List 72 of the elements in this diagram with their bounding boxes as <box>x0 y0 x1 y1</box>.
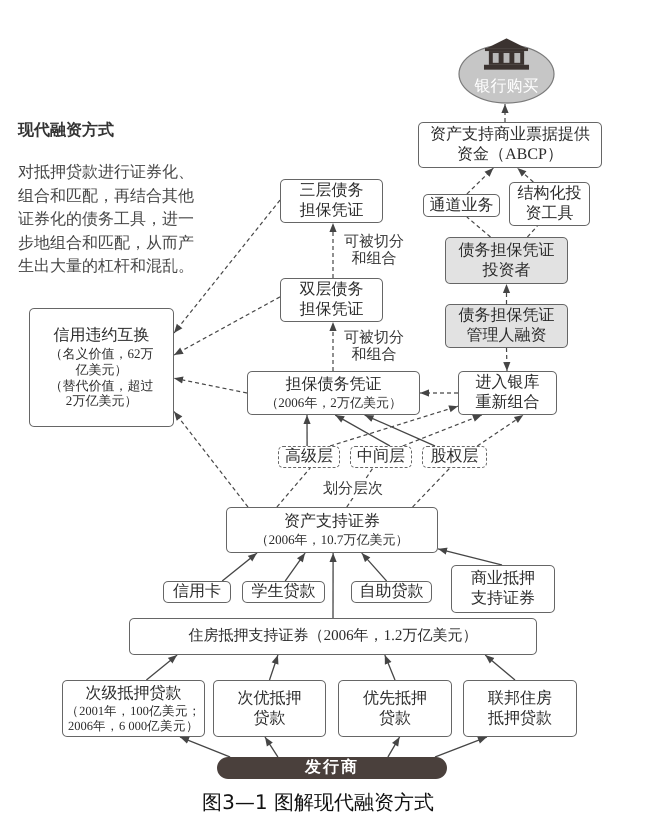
rounded-box <box>62 680 205 737</box>
dashed-arrow <box>501 104 509 122</box>
dashed-line <box>276 468 311 508</box>
rounded-box: 联邦住房抵押贷款 <box>463 680 577 737</box>
dashed-line <box>466 216 491 238</box>
dashed-arrow <box>174 296 280 356</box>
arrow <box>361 552 388 582</box>
arrow <box>434 736 488 758</box>
rounded-box: 住房抵押支持证券（2006年，1.2万亿美元） <box>129 618 537 655</box>
dashed-arrow <box>174 200 280 334</box>
dashed-line <box>412 468 450 508</box>
rounded-box: 信用卡 <box>163 581 231 603</box>
dashed-arrow <box>329 322 337 371</box>
dashed-arrow <box>466 168 494 194</box>
arrow <box>364 414 436 447</box>
rounded-box: 优先抵押贷款 <box>338 680 452 737</box>
arrow <box>387 736 400 758</box>
shaded-box: 债务担保凭证投资者 <box>445 237 568 284</box>
rounded-box <box>29 308 174 427</box>
arrow <box>284 552 306 582</box>
rounded-box: 次优抵押贷款 <box>213 680 326 737</box>
node-heading: 信用违约互换 <box>54 326 150 346</box>
rounded-box: 资产支持商业票据提供资金（ABCP） <box>418 122 602 168</box>
value-note: （2001年，100亿美元；2006年，6 000亿美元） <box>66 704 201 734</box>
dashed-arrow <box>174 376 248 394</box>
dashed-arrow <box>517 168 534 182</box>
rounded-box <box>226 507 438 553</box>
node-heading: 担保债务凭证 <box>286 375 382 396</box>
figure-caption: 图3—1 图解现代融资方式 <box>202 790 434 814</box>
arrow <box>438 548 502 566</box>
arrow <box>268 654 279 680</box>
value-note: （2006年，10.7万亿美元） <box>256 532 408 548</box>
dashed-arrow <box>502 284 510 304</box>
arrow <box>334 414 390 447</box>
dashed-arrow <box>329 223 337 278</box>
arrow <box>329 553 337 618</box>
node-heading: 资产支持证券 <box>284 512 380 532</box>
rounded-box <box>247 371 420 415</box>
dashed-arrow <box>174 411 248 508</box>
rounded-box: 自助贷款 <box>351 581 432 603</box>
dashed-box: 高级层 <box>278 446 340 468</box>
dashed-line <box>526 226 538 238</box>
rounded-box: 进入银库重新组合 <box>458 371 557 415</box>
rounded-box: 商业抵押支持证券 <box>451 565 555 613</box>
dashed-box: 中间层 <box>350 446 412 468</box>
value-note: （2006年，2万亿美元） <box>265 395 402 411</box>
arrow <box>222 552 258 582</box>
dashed-arrow <box>476 414 524 446</box>
dashed-box: 股权层 <box>422 446 487 468</box>
dashed-arrow <box>503 348 510 372</box>
value-note: （替代价值，超过2万亿美元） <box>48 378 154 409</box>
rounded-box: 通道业务 <box>423 194 500 217</box>
shaded-box: 债务担保凭证管理人融资 <box>445 304 568 348</box>
arrow <box>264 736 278 758</box>
edge-label: 可被切分和组合 <box>342 234 406 268</box>
rounded-box: 双层债务担保凭证 <box>280 278 383 322</box>
sidebar-heading: 现代融资方式 <box>18 120 114 141</box>
rounded-box: 三层债务担保凭证 <box>280 179 383 223</box>
rounded-box: 学生贷款 <box>242 581 325 603</box>
arrow <box>180 736 230 758</box>
edge-label: 可被切分和组合 <box>342 330 406 364</box>
dashed-arrow <box>330 405 458 447</box>
pill-banner: 发行商 <box>217 757 447 779</box>
arrow <box>146 654 178 680</box>
rounded-box: 结构化投资工具 <box>509 182 590 226</box>
dashed-arrow <box>420 389 458 397</box>
arrow <box>484 654 516 680</box>
arrow <box>384 654 396 680</box>
node-heading: 次级抵押贷款 <box>86 684 182 704</box>
dashed-arrow <box>402 414 482 447</box>
arrow <box>303 415 311 446</box>
value-note: （名义价值，62万亿美元） <box>48 346 154 378</box>
